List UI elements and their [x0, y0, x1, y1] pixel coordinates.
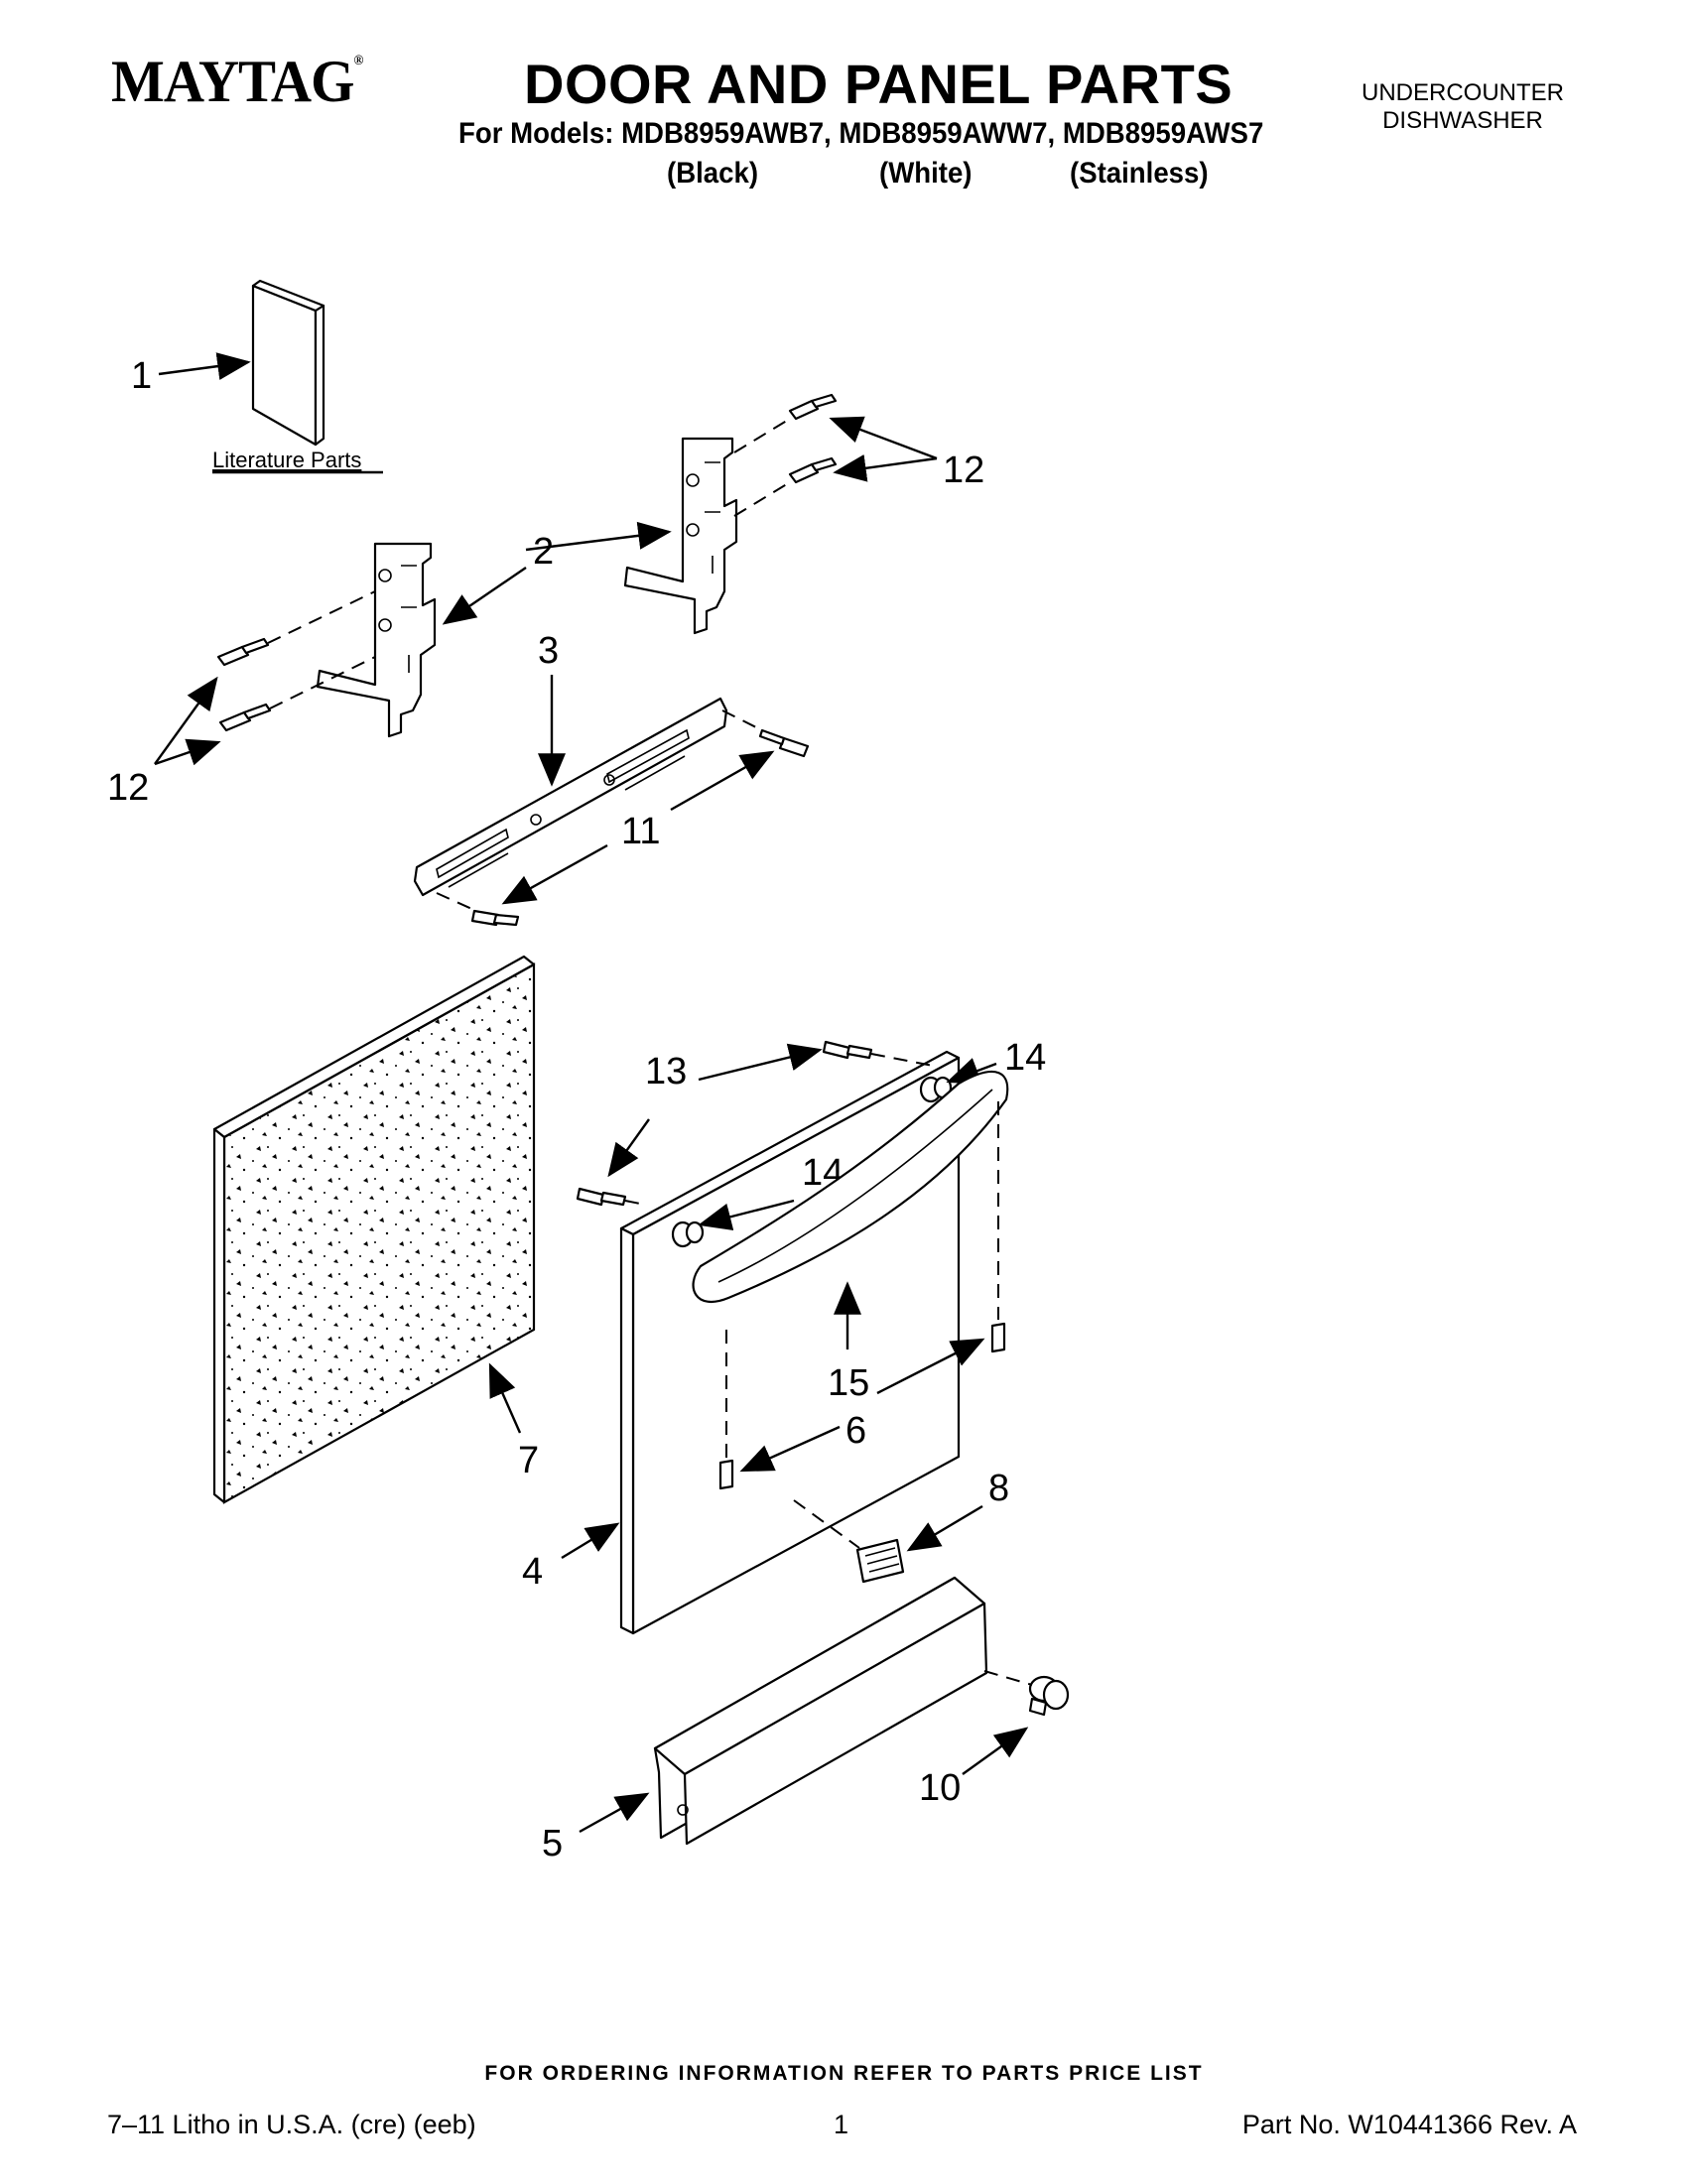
handle-screws [576, 1040, 873, 1207]
leader-4 [561, 1522, 620, 1560]
leader-12a-lower [833, 453, 938, 482]
callout-15: 15 [828, 1362, 869, 1404]
dash-rail-left [436, 892, 477, 912]
leader-7 [488, 1362, 522, 1434]
insulation-panel [212, 955, 536, 1504]
leader-2a [525, 521, 672, 552]
literature-parts-label: Literature Parts [212, 448, 361, 472]
category-line-2: DISHWASHER [1382, 107, 1543, 134]
variant-white: (White) [879, 157, 973, 190]
leader-12b-lower [154, 738, 221, 766]
callout-5: 5 [542, 1823, 563, 1864]
dash-left-upper [267, 590, 376, 644]
category-line-1: UNDERCOUNTER [1362, 79, 1564, 106]
spacer-pins [718, 1322, 1006, 1490]
rail-screws [470, 728, 810, 927]
leader-8 [906, 1504, 983, 1552]
callout-12-left: 12 [107, 767, 149, 809]
dash-rail-right [721, 709, 763, 731]
callout-4: 4 [522, 1551, 543, 1593]
callout-11: 11 [621, 811, 660, 852]
right-bracket-screws [788, 393, 838, 484]
literature-parts-booklet [251, 279, 325, 447]
brand-logo: MAYTAG® [111, 48, 363, 116]
dash-screw-upper [870, 1053, 934, 1067]
litho-info: 7–11 Litho in U.S.A. (cre) (eeb) [107, 2110, 476, 2139]
dash-badge [793, 1499, 860, 1549]
page-title: DOOR AND PANEL PARTS [524, 53, 1234, 115]
product-category: UNDERCOUNTER DISHWASHER [1362, 79, 1564, 135]
dash-right-upper [733, 418, 791, 453]
leader-6b [739, 1425, 841, 1473]
leader-11b [501, 843, 608, 905]
dash-left-lower [269, 656, 376, 709]
door-handle [692, 1070, 1009, 1304]
leader-14b [698, 1199, 795, 1230]
leader-12a-upper [829, 416, 938, 460]
callout-13: 13 [645, 1051, 687, 1092]
dash-right-lower [733, 481, 791, 517]
callout-10: 10 [919, 1767, 961, 1809]
dash-screw-lower [624, 1200, 646, 1206]
leader-12b-upper [154, 676, 218, 765]
left-bracket-screws [216, 637, 272, 732]
variant-black: (Black) [667, 157, 759, 190]
leader-2b [442, 567, 527, 625]
dash-clip [983, 1670, 1033, 1686]
leader-5 [579, 1792, 650, 1834]
leader-11a [670, 750, 775, 812]
callout-7: 7 [518, 1440, 539, 1481]
ordering-note: FOR ORDERING INFORMATION REFER TO PARTS … [484, 2062, 1204, 2085]
callout-6: 6 [845, 1410, 866, 1452]
callout-14-upper: 14 [1004, 1037, 1046, 1079]
part-number: Part No. W10441366 Rev. A [1241, 2110, 1577, 2139]
callout-1: 1 [131, 355, 152, 397]
cross-rail-bracket [413, 697, 728, 897]
panel-clips [1028, 1675, 1070, 1717]
brand-name: MAYTAG [111, 49, 354, 114]
callout-12-right: 12 [943, 450, 984, 491]
toe-kick-panel [653, 1576, 988, 1846]
registered-mark: ® [353, 54, 363, 68]
models-line: For Models: MDB8959AWB7, MDB8959AWW7, MD… [458, 117, 1264, 150]
leader-1 [158, 352, 251, 380]
leader-10 [962, 1727, 1029, 1775]
leader-13a [698, 1043, 823, 1082]
callout-3: 3 [538, 630, 559, 672]
page-number: 1 [834, 2110, 849, 2139]
left-mounting-bracket [316, 542, 437, 738]
variant-stainless: (Stainless) [1070, 157, 1209, 190]
leader-13b [607, 1118, 650, 1178]
right-mounting-bracket [623, 437, 738, 635]
leader-6a [876, 1338, 985, 1395]
nameplate-badge [855, 1538, 905, 1584]
callout-8: 8 [988, 1468, 1009, 1509]
leader-14a [946, 1058, 997, 1085]
callout-2: 2 [533, 531, 554, 573]
